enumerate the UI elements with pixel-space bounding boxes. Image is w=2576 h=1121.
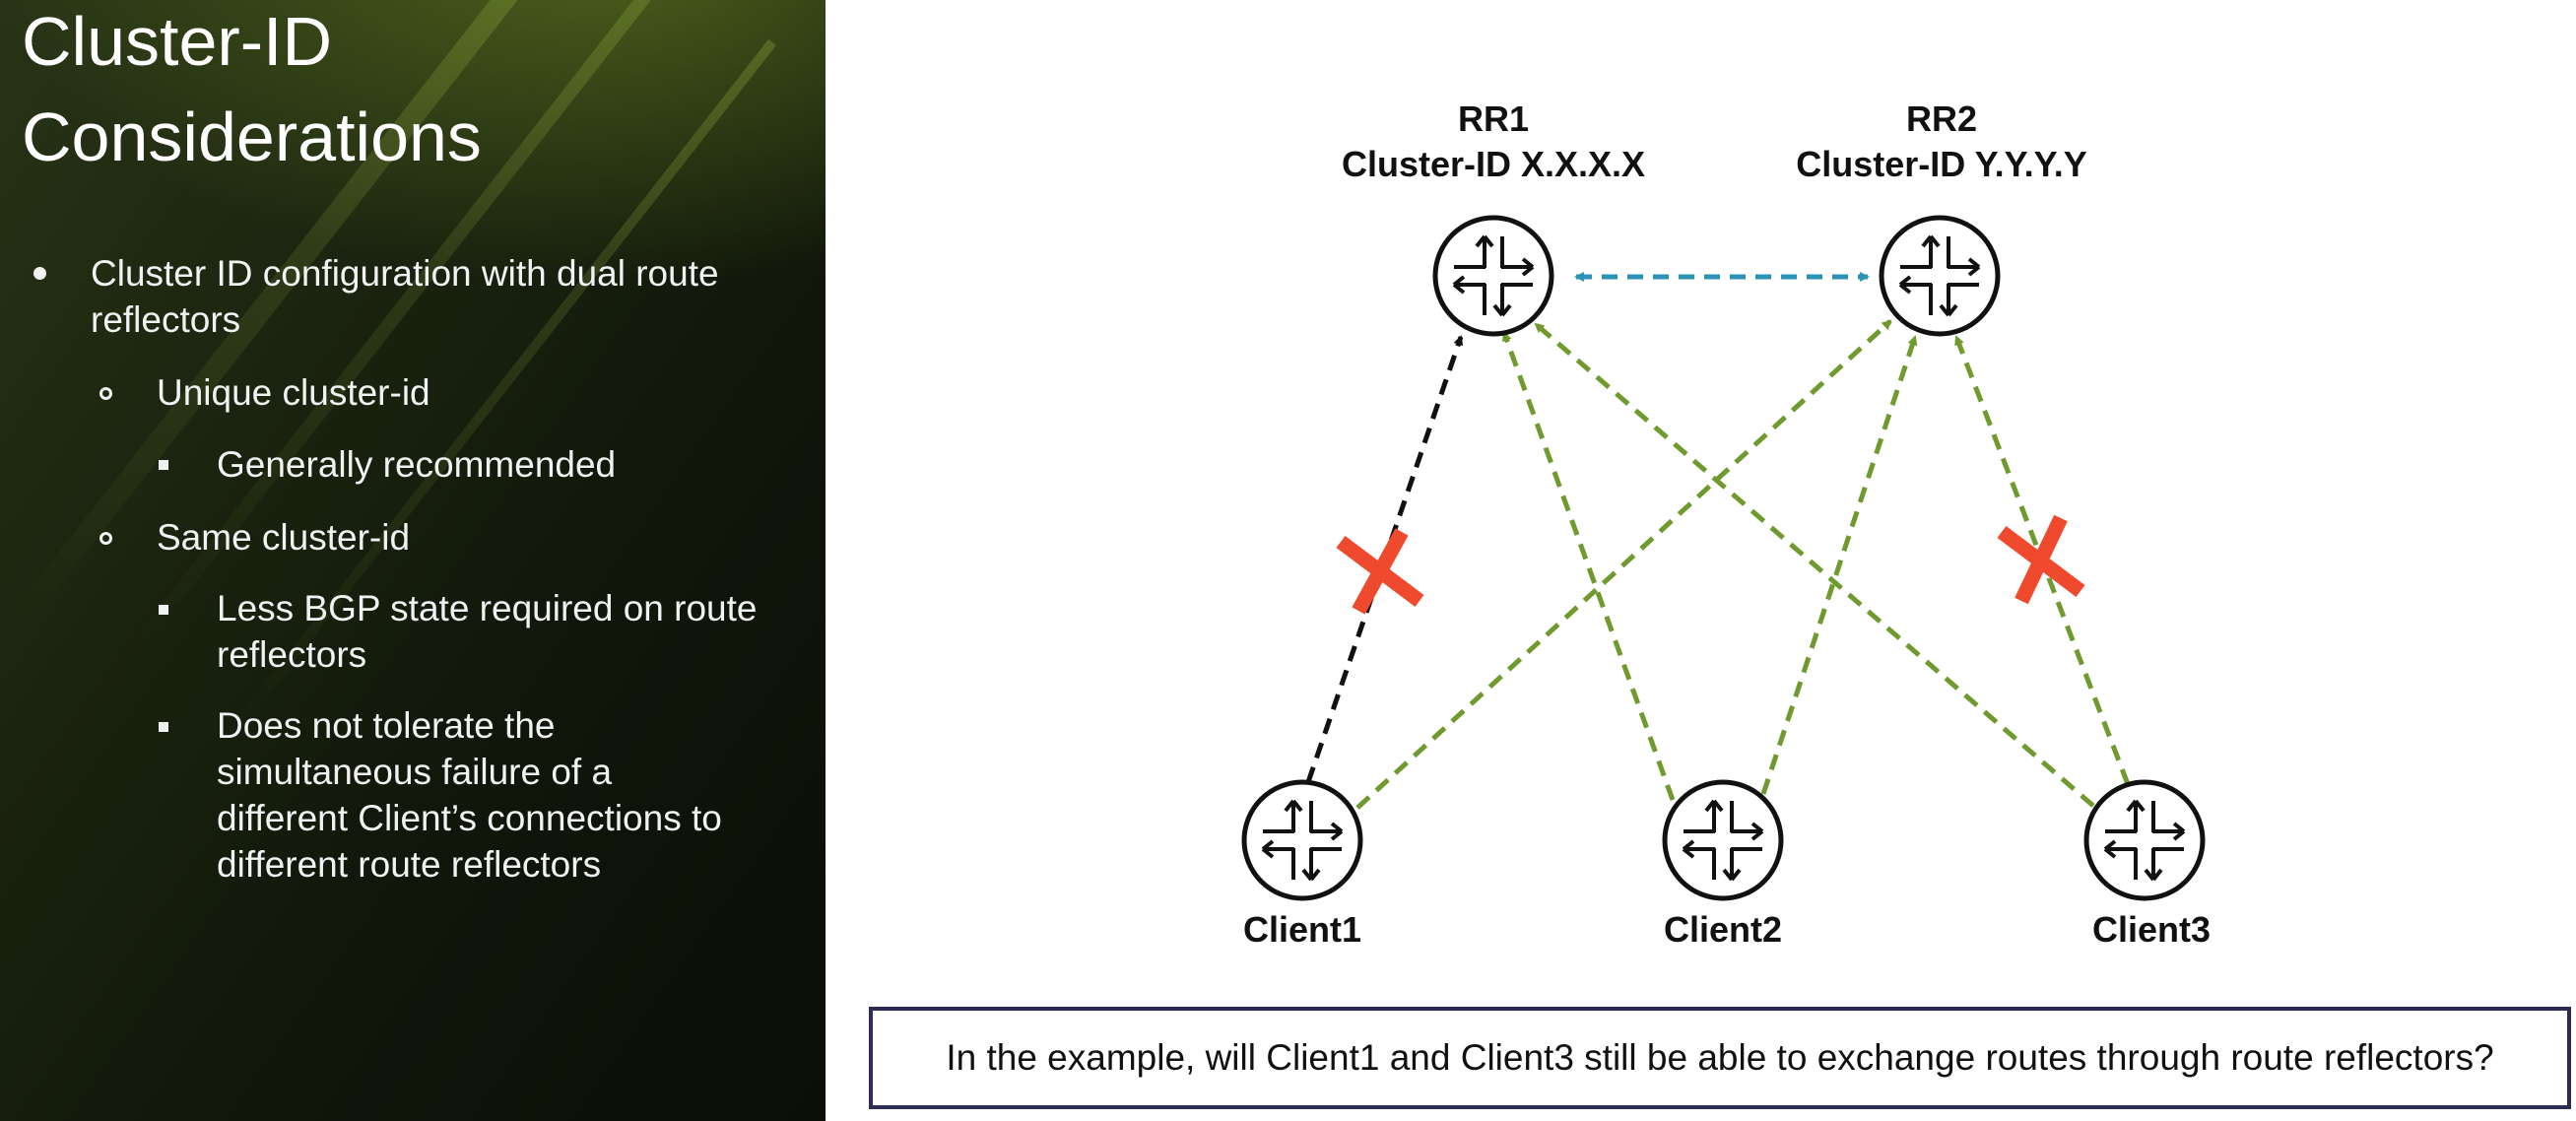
bullet-square-icon [159, 460, 168, 470]
diagram-canvas [826, 0, 2576, 1121]
failure-x-icon [1336, 528, 1424, 615]
client1-label: Client1 [1242, 909, 1362, 950]
client2-label: Client2 [1663, 909, 1783, 950]
client3-label: Client3 [2091, 909, 2212, 950]
link-client1-rr2 [1355, 319, 1892, 810]
rr1-label: RR1 Cluster-ID X.X.X.X [1296, 97, 1690, 187]
router-icon [1435, 218, 1552, 334]
bullet-does-not-tolerate: Does not tolerate the simultaneous failu… [217, 705, 722, 885]
rr2-cluster-id: Cluster-ID Y.Y.Y.Y [1796, 144, 2087, 184]
question-box: In the example, will Client1 and Client3… [869, 1007, 2571, 1109]
bullet-square-icon [159, 722, 168, 732]
bullet-unique-cluster-id: Unique cluster-id [157, 372, 430, 413]
bullet-same-cluster-id: Same cluster-id [157, 517, 411, 558]
rr2-label: RR2 Cluster-ID Y.Y.Y.Y [1740, 97, 2144, 187]
rr2-name: RR2 [1905, 99, 1978, 139]
bullet-ring-icon [99, 387, 112, 400]
bullet-dot-icon [33, 267, 46, 280]
rr1-cluster-id: Cluster-ID X.X.X.X [1341, 144, 1646, 184]
router-icon [1882, 218, 1998, 334]
bullet-generally-recommended: Generally recommended [217, 444, 617, 485]
left-panel: Cluster-ID Considerations Cluster ID con… [0, 0, 826, 1121]
slide-title-line-2: Considerations [22, 99, 482, 175]
link-client2-rr1 [1501, 331, 1676, 801]
bullet-cluster-id-config: Cluster ID configuration with dual route… [91, 253, 719, 340]
slide-title: Cluster-ID Considerations [22, 0, 810, 185]
link-client3-rr1 [1534, 322, 2095, 808]
router-icon [2086, 782, 2203, 898]
router-icon [1244, 782, 1360, 898]
bullet-square-icon [159, 605, 168, 615]
question-text: In the example, will Client1 and Client3… [946, 1037, 2494, 1078]
link-client2-rr2 [1760, 335, 1918, 795]
bullet-less-bgp-state: Less BGP state required on route reflect… [217, 588, 758, 675]
route-reflector-diagram: RR1 Cluster-ID X.X.X.X RR2 Cluster-ID Y.… [826, 0, 2576, 1121]
bullet-ring-icon [99, 532, 112, 545]
router-icon [1665, 782, 1781, 898]
slide-title-line-1: Cluster-ID [22, 3, 333, 80]
rr1-name: RR1 [1457, 99, 1530, 139]
failure-x-icon [1997, 514, 2085, 605]
